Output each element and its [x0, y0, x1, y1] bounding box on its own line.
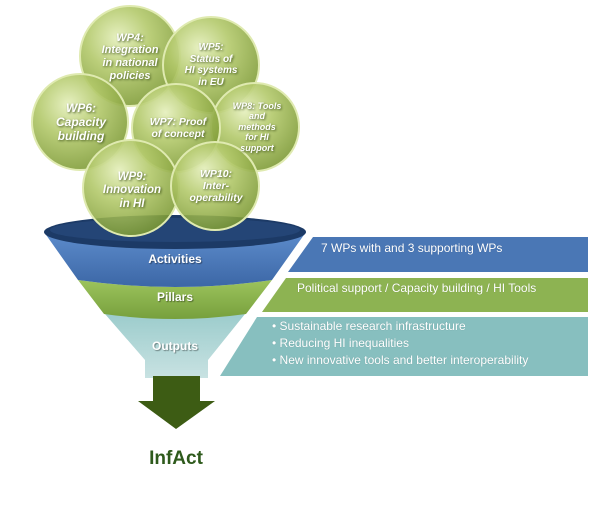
outputs-bullet-item: Reducing HI inequalities — [272, 335, 528, 352]
outputs-bullet-list: Sustainable research infrastructure Redu… — [272, 318, 529, 369]
funnel-outputs-label: Outputs — [152, 339, 198, 353]
brand-title: InfAct — [149, 448, 203, 469]
outputs-bullet-item: Sustainable research infrastructure — [272, 318, 528, 335]
wp8-label: WP8: Tools and methods for HI support — [232, 101, 282, 153]
activities-bar — [288, 237, 588, 272]
pillars-bar — [262, 278, 588, 312]
activities-bar-text: 7 WPs with and 3 supporting WPs — [321, 241, 503, 255]
wp10-label: WP10: Inter- operability — [189, 167, 243, 205]
outputs-bullet-item: New innovative tools and better interope… — [272, 352, 529, 369]
down-arrow-icon — [138, 376, 215, 429]
wp10-bubble — [170, 141, 260, 231]
funnel-outputs-layer — [105, 314, 245, 378]
funnel-pillars-label: Pillars — [156, 290, 194, 304]
funnel-activities-label: Activities — [148, 252, 202, 266]
wp5-label: WP5: Status of HI systems in EU — [184, 42, 238, 88]
funnel-rim-highlight — [50, 218, 300, 242]
wp9-label: WP9: Innovation in HI — [102, 171, 162, 210]
wp6-bubble — [31, 73, 129, 171]
wp7-label: WP7: Proof of concept — [149, 115, 207, 140]
pillars-bar-text: Political support / Capacity building / … — [297, 281, 537, 295]
wp-bubbles — [31, 5, 300, 237]
wp6-label: WP6: Capacity building — [55, 101, 107, 143]
wp4-label: WP4: Integration in national policies — [101, 31, 159, 82]
funnel-pillars-layer — [78, 280, 272, 319]
